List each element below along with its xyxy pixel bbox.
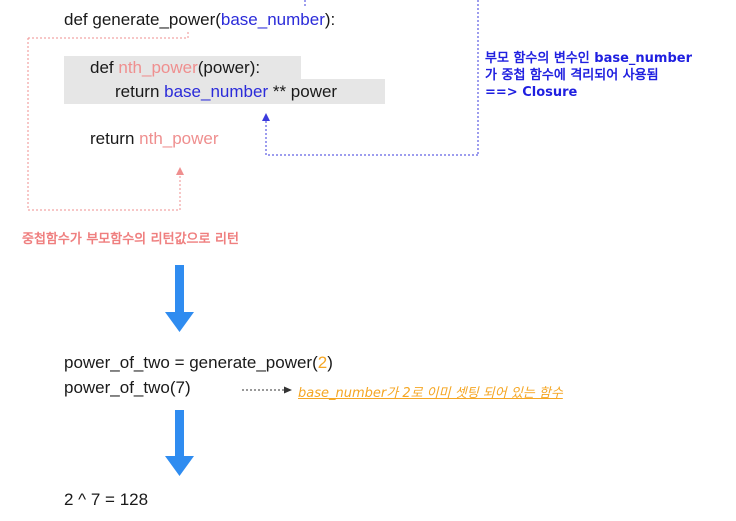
inner-func-args: (power): <box>197 58 261 77</box>
assign-line: power_of_two = generate_power(2) <box>64 353 333 373</box>
inner-return-rest: ** power <box>268 82 338 101</box>
inner-return-highlight <box>64 79 385 104</box>
def-keyword: def <box>64 10 93 29</box>
closure-arrowhead-icon <box>262 113 270 121</box>
outer-func-name: generate_power( <box>92 10 221 29</box>
inner-def-line: def nth_power(power): <box>90 58 260 78</box>
def-keyword: def <box>90 58 119 77</box>
outer-def-line: def generate_power(base_number): <box>64 10 335 30</box>
closure-note-line: 가 중첩 함수에 격리되어 사용됨 <box>485 68 659 83</box>
return-arrowhead-icon <box>176 167 184 175</box>
result-line: 2 ^ 7 = 128 <box>64 490 149 509</box>
inner-return-var: base_number <box>164 82 269 101</box>
closure-note: 부모 함수의 변수인 base_number 가 중첩 함수에 격리되어 사용됨… <box>485 50 692 101</box>
closure-note-line: ==> Closure <box>485 85 578 100</box>
outer-param: base_number <box>220 10 325 29</box>
return-keyword: return <box>115 82 165 101</box>
outer-return-name: nth_power <box>139 129 219 148</box>
preset-note: base_number가 2로 이미 셋팅 되어 있는 함수 <box>298 386 563 401</box>
closure-note-line: 부모 함수의 변수인 base_number <box>485 51 692 66</box>
return-connector <box>27 30 189 211</box>
down-arrow-icon <box>165 410 194 476</box>
down-arrow-icon <box>165 265 194 332</box>
outer-def-end: ): <box>324 10 336 29</box>
call-line: power_of_two(7) <box>64 378 191 397</box>
assign-pre: power_of_two = generate_power( <box>64 353 318 372</box>
assign-post: ) <box>327 353 333 372</box>
outer-return-line: return nth_power <box>90 129 219 149</box>
closure-connector <box>262 0 479 156</box>
return-note: 중첩함수가 부모함수의 리턴값으로 리턴 <box>22 232 239 247</box>
assign-arg: 2 <box>317 353 328 372</box>
inner-def-highlight <box>64 56 301 81</box>
inner-func-name: nth_power <box>118 58 198 77</box>
inner-return-line: return base_number ** power <box>115 82 337 102</box>
preset-arrow-icon <box>242 386 292 394</box>
return-keyword: return <box>90 129 140 148</box>
